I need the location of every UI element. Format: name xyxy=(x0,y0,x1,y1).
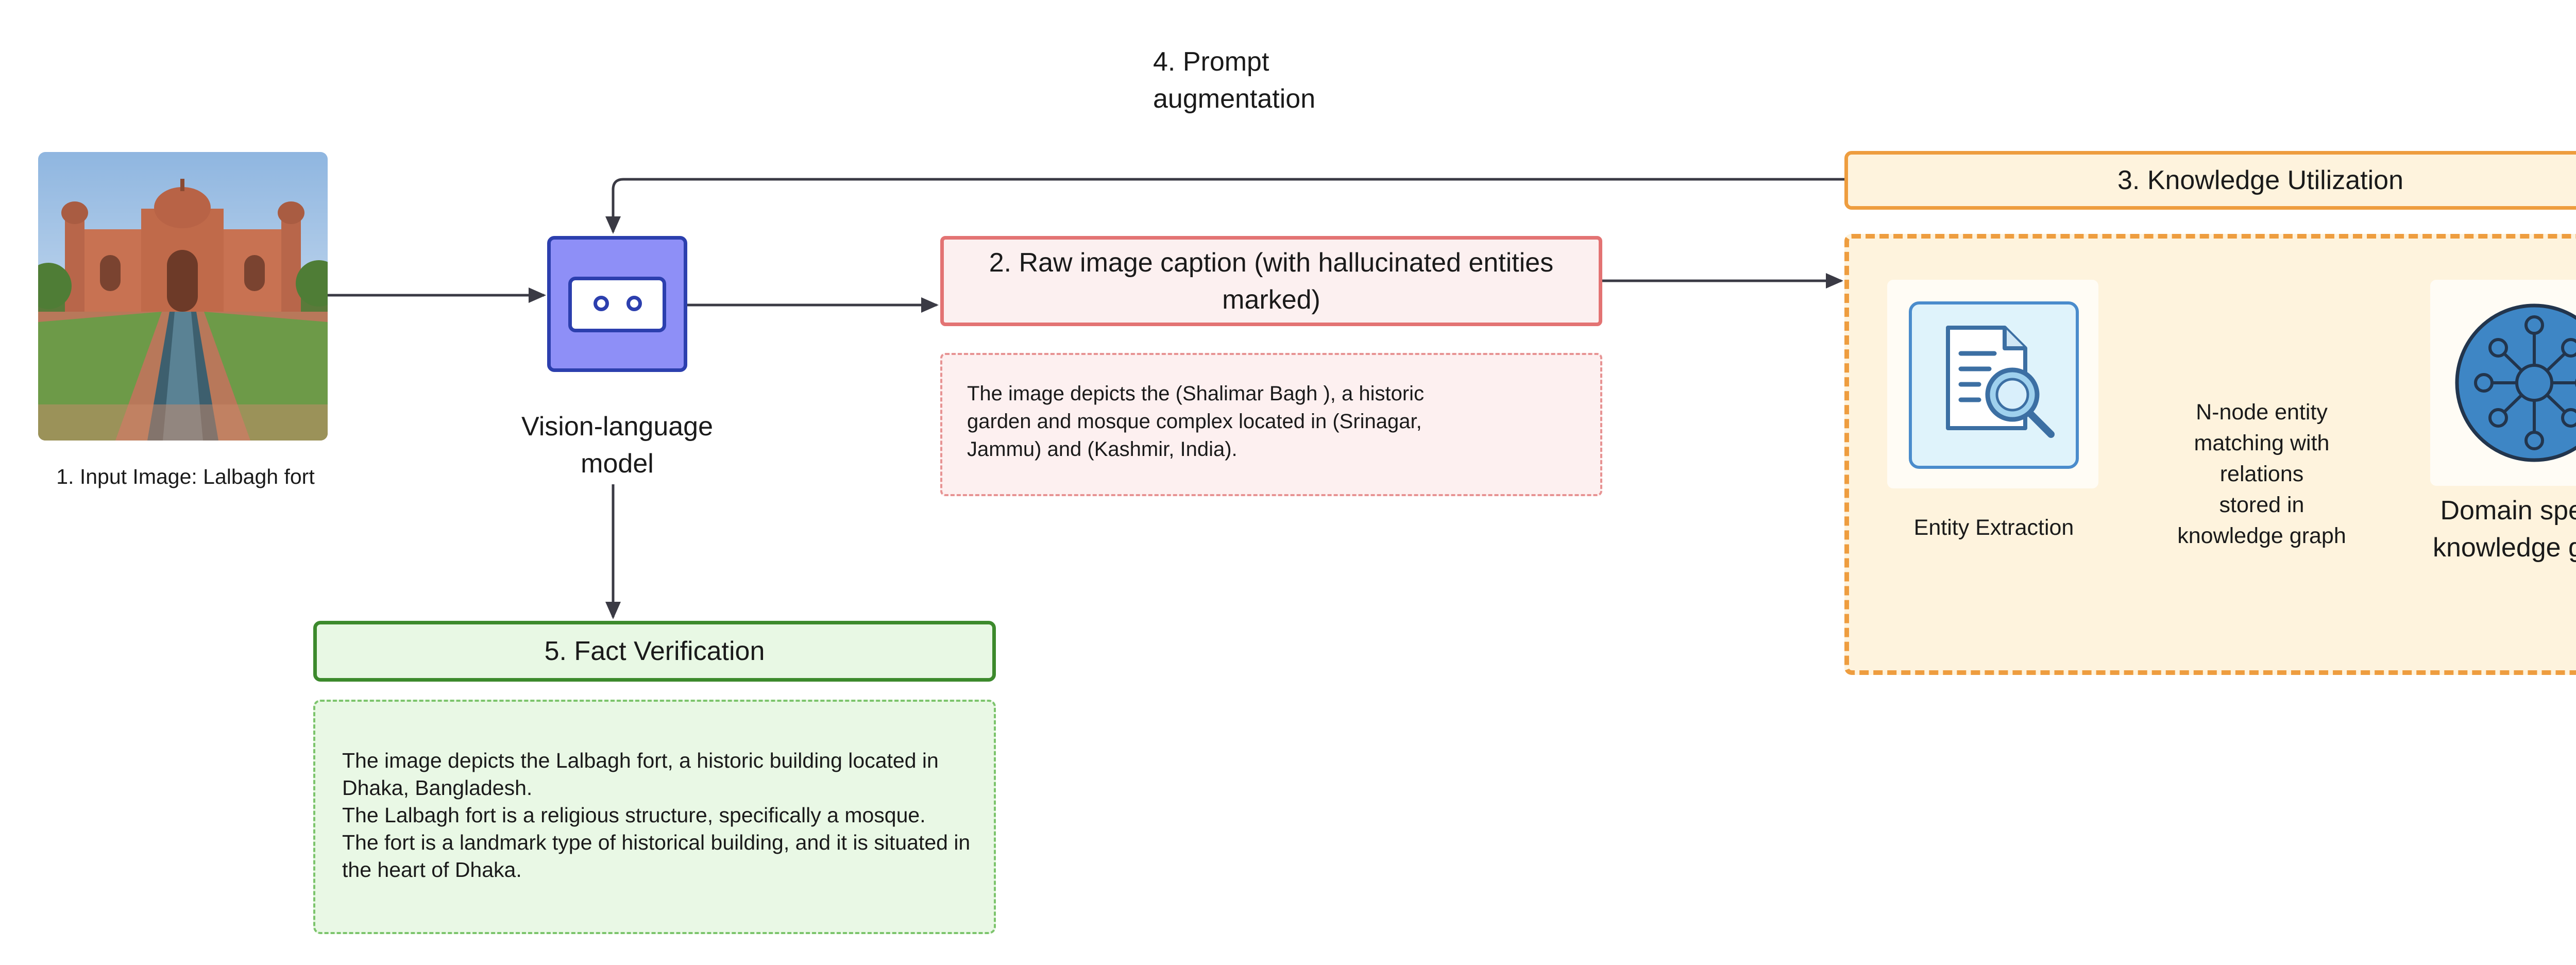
input-image xyxy=(38,152,328,441)
knowledge-utilization-title: 3. Knowledge Utilization xyxy=(1844,151,2576,210)
network-graph-icon xyxy=(2455,303,2576,462)
fact-verification-line-3: The fort is a landmark type of historica… xyxy=(342,831,971,882)
prompt-augmentation-label: 4. Prompt augmentation xyxy=(1153,47,1316,114)
vision-language-model-box xyxy=(547,236,687,372)
robot-eye-right xyxy=(626,296,642,311)
raw-caption-title: 2. Raw image caption (with hallucinated … xyxy=(940,236,1602,326)
vlm-label: Vision-language model xyxy=(521,412,713,479)
fact-verification-body: The image depicts the Lalbagh fort, a hi… xyxy=(313,700,996,934)
entity-matching-label: N-node entity matching with relations st… xyxy=(2177,400,2346,548)
robot-face-icon xyxy=(568,277,666,332)
entity-extraction-frame xyxy=(1909,301,2079,469)
document-search-icon xyxy=(1946,326,2055,438)
arrow-prompt-augmentation xyxy=(605,178,1844,234)
mughal-fort-photo-icon xyxy=(38,152,328,441)
raw-caption-body: The image depicts the (Shalimar Bagh ), … xyxy=(940,353,1602,496)
robot-eye-left xyxy=(594,296,609,311)
raw-caption-text: The image depicts the (Shalimar Bagh ), … xyxy=(967,382,1425,461)
knowledge-graph-label: Domain specific knowledge graph xyxy=(2432,496,2576,563)
fact-verification-line-1: The image depicts the Lalbagh fort, a hi… xyxy=(342,749,939,800)
fact-verification-line-2: The Lalbagh fort is a religious structur… xyxy=(342,803,926,827)
fact-verification-title: 5. Fact Verification xyxy=(313,621,996,682)
knowledge-graph-tile xyxy=(2430,280,2576,486)
input-image-label: 1. Input Image: Lalbagh fort xyxy=(56,465,315,488)
entity-extraction-tile xyxy=(1887,280,2098,488)
entity-extraction-label: Entity Extraction xyxy=(1913,515,2074,540)
